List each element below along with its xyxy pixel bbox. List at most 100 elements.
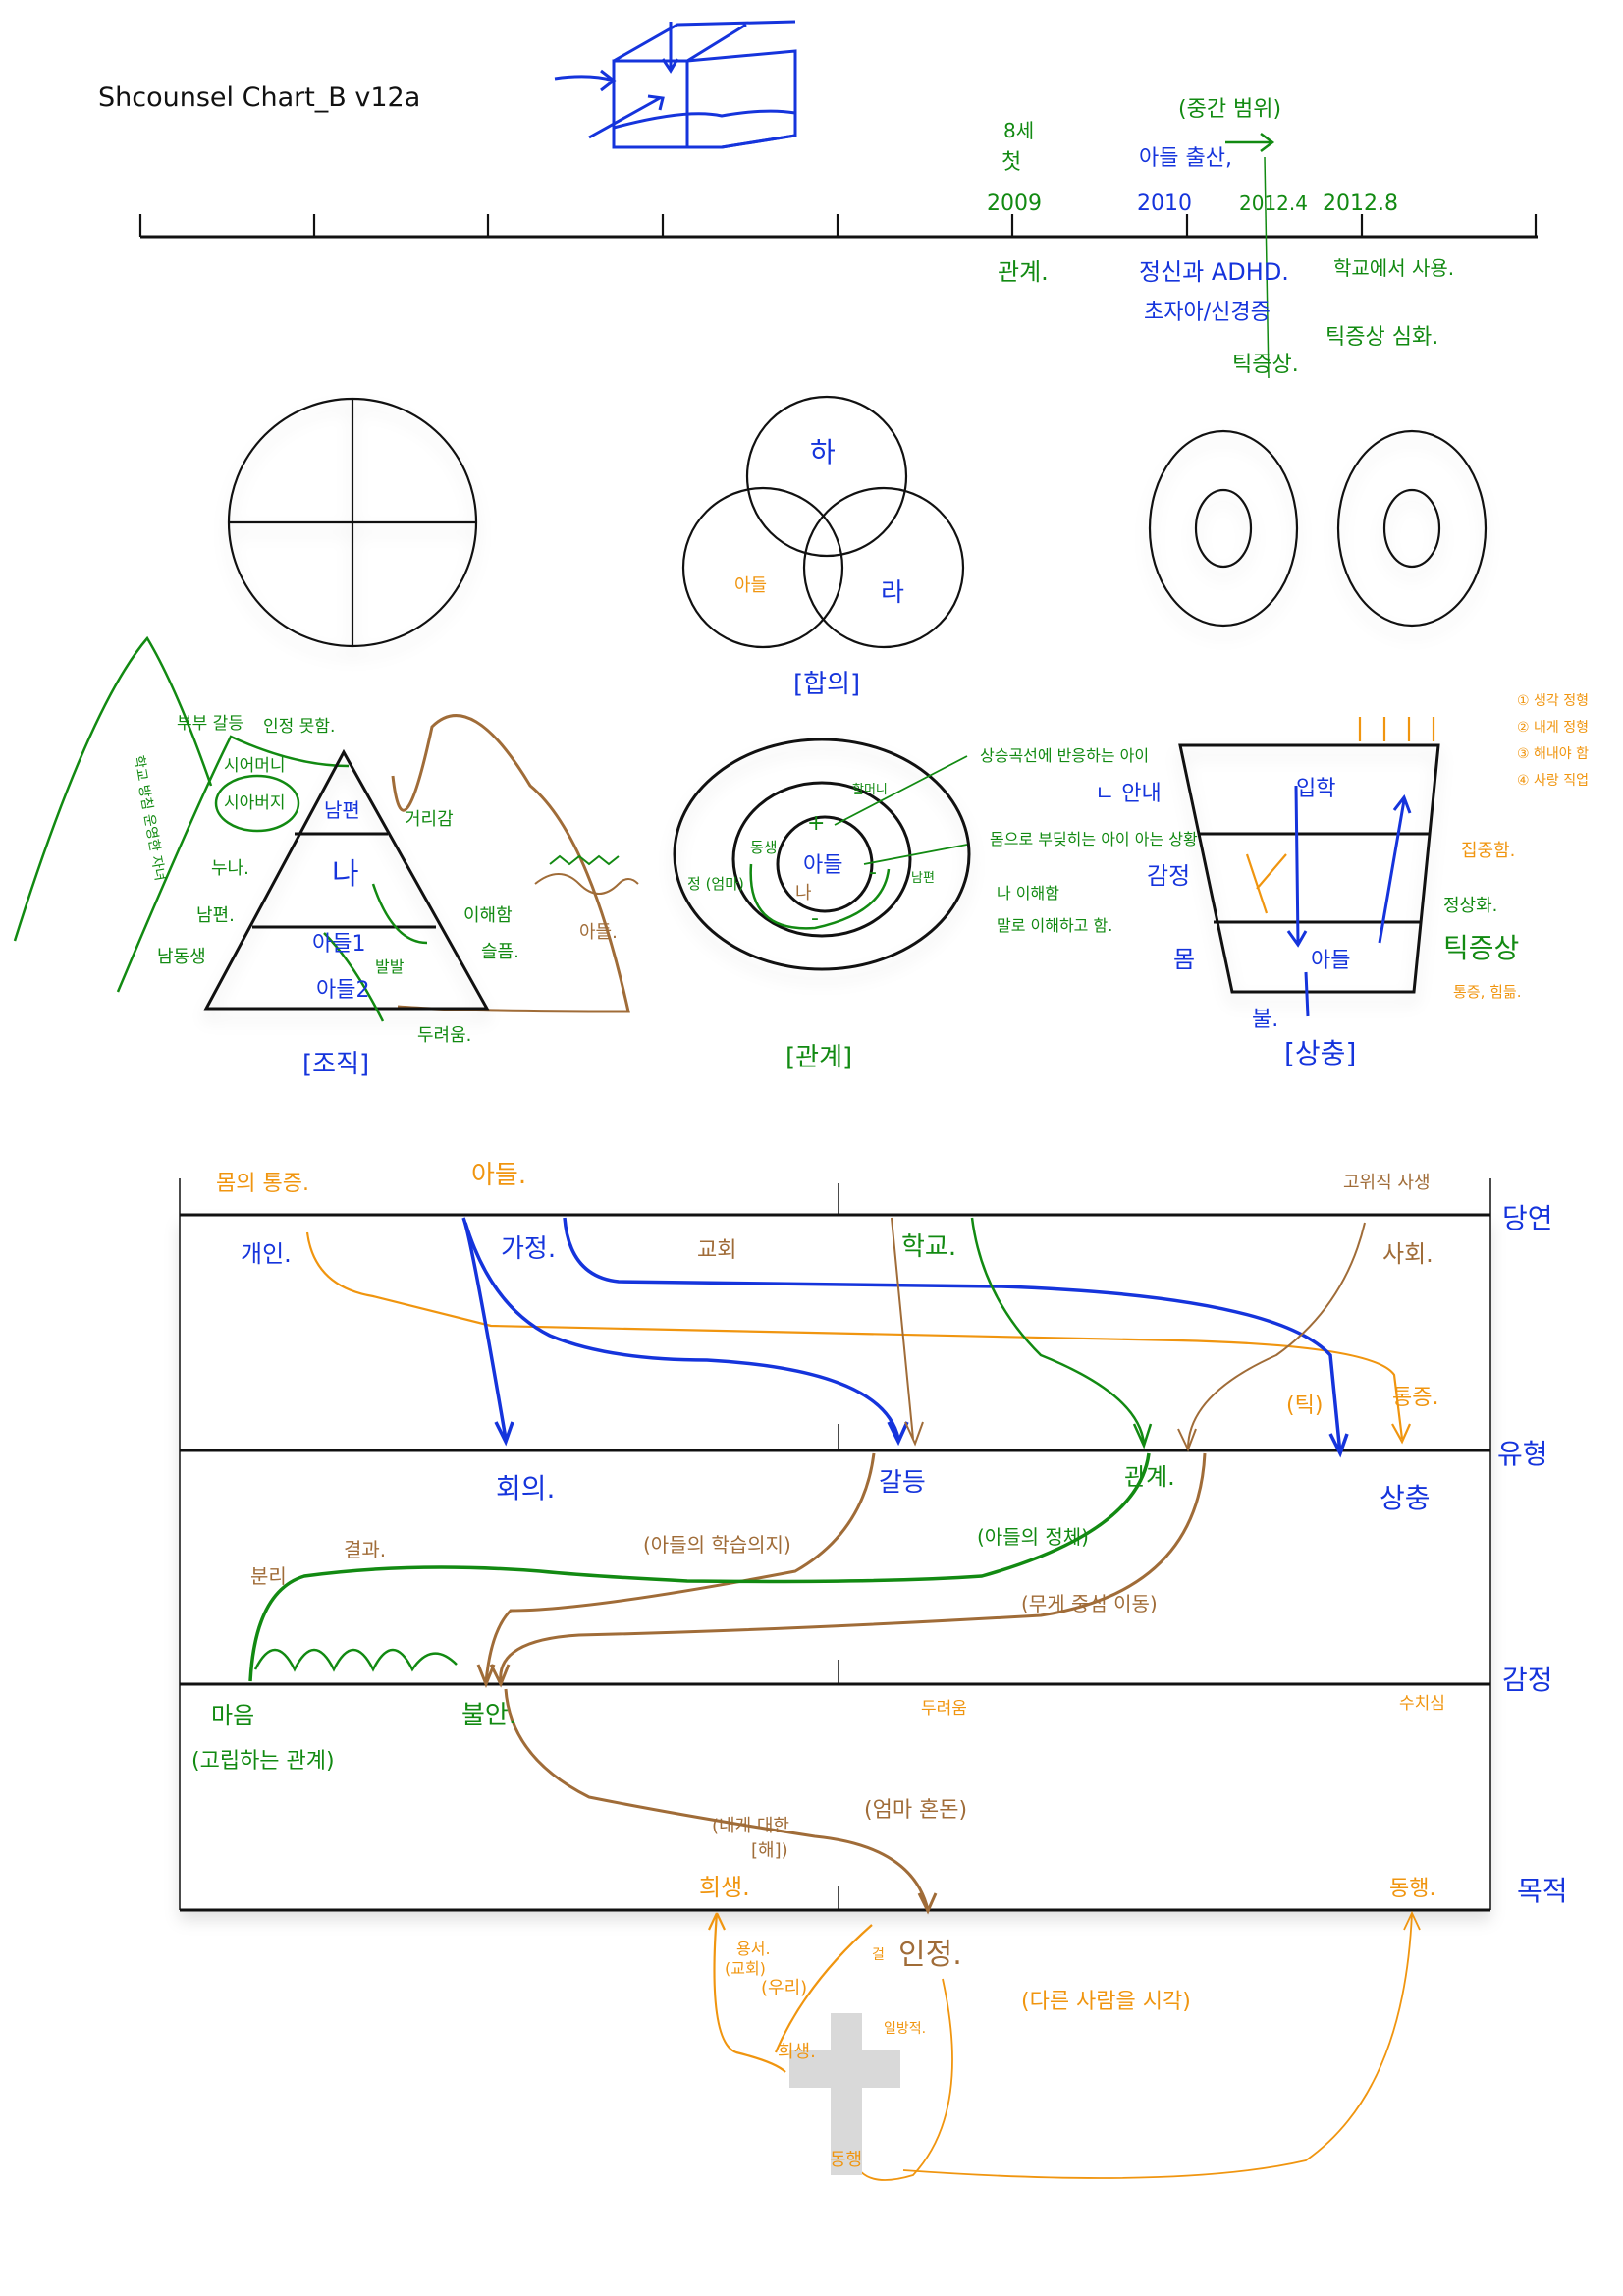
label-about-me: (내게 대한 bbox=[712, 1816, 789, 1836]
label-recognition: 인정. bbox=[898, 1938, 962, 1972]
legend-item-3: ③ 해내야 함 bbox=[1517, 746, 1589, 762]
relation-diagram: 아들 나 + - - 정 (엄마) 동생 할머니 남편 상승곡선에 반응하는 아… bbox=[673, 738, 1198, 1072]
relation-body: 몸 bbox=[1173, 946, 1195, 973]
cross-icon bbox=[831, 2013, 862, 2175]
label-together-bottom: 동행 bbox=[830, 2150, 862, 2170]
label-result: 결과. bbox=[344, 1538, 386, 1561]
relation-minus-right: - bbox=[869, 860, 877, 885]
neurosis-label: 초자아/신경증 bbox=[1144, 301, 1271, 325]
row-label-natural: 당연 bbox=[1502, 1202, 1553, 1234]
label-anxiety: 불안. bbox=[461, 1701, 516, 1730]
label-son-figure: 아들. bbox=[579, 922, 618, 943]
label-school-kids: 학교 방침 운영한 자녀 bbox=[131, 754, 168, 882]
legend-item-2: ② 내게 정형 bbox=[1517, 720, 1589, 736]
son-birth-label: 아들 출산, bbox=[1139, 146, 1232, 171]
label-body-pain: 몸의 통증. bbox=[216, 1172, 309, 1196]
timeline: 2009 2010 2012.4 2012.8 8세 첫 아들 출산, (중간 … bbox=[138, 97, 1538, 379]
label-together-row4: 동행. bbox=[1389, 1877, 1435, 1901]
relation-note-3: 나 이해함 bbox=[997, 884, 1059, 902]
funnel-tic: 틱증상 bbox=[1443, 932, 1519, 964]
label-son-will: (아들의 학습의지) bbox=[643, 1533, 791, 1557]
relation-sibling: 동생 bbox=[750, 839, 778, 856]
label-fear: 두려움. bbox=[417, 1025, 471, 1046]
chart-title: Shcounsel Chart_B v12a bbox=[98, 82, 420, 113]
label-brother: 남동생 bbox=[157, 947, 206, 967]
relation-note-4: 말로 이해하고 함. bbox=[997, 916, 1112, 935]
label-high-official: 고위직 사생 bbox=[1343, 1173, 1431, 1193]
funnel-diagram: 입학 아들 집중함. 정상화. 틱증상 통증, 힘듦. 불. [상충] ① 생각… bbox=[1178, 693, 1589, 1069]
label-fear-row3: 두려움 bbox=[921, 1699, 967, 1719]
flow-matrix: 당연 유형 감정 목적 몸의 통증. 아들. 고위직 사생 개인. 가정. 교회… bbox=[179, 1161, 1568, 2181]
label-sister: 누나. bbox=[211, 858, 249, 879]
venn-top: 하 bbox=[810, 436, 836, 468]
cross-section: 인정. 걸 용서. (교회) (우리) (다른 사람을 시각) 희생. 일방적.… bbox=[725, 1938, 1191, 2175]
layer-son2: 아들2 bbox=[316, 978, 369, 1003]
label-tic-row1: (틱) bbox=[1286, 1394, 1323, 1418]
label-heart: 마음 bbox=[211, 1702, 254, 1729]
label-mom-confusion: (엄마 혼돈) bbox=[864, 1798, 967, 1823]
label-forgive: 용서. bbox=[736, 1940, 771, 1958]
label-individual: 개인. bbox=[241, 1240, 292, 1268]
label-distance: 거리감 bbox=[405, 809, 454, 830]
funnel-normal: 정상화. bbox=[1443, 896, 1497, 916]
label-son-identity: (아들의 정체) bbox=[977, 1525, 1089, 1549]
venn-caption: [합의] bbox=[793, 670, 860, 699]
age-label: 8세 bbox=[1003, 119, 1034, 142]
label-couple: 부부 갈등 bbox=[177, 714, 243, 734]
tic-label: 틱증상. bbox=[1232, 353, 1299, 377]
relation-grandma: 할머니 bbox=[852, 783, 888, 797]
label-conflict: 갈등 bbox=[879, 1468, 926, 1498]
label-meeting: 회의. bbox=[496, 1472, 555, 1504]
label-other-view: (다른 사람을 시각) bbox=[1021, 1990, 1191, 2014]
label-mother-in-law: 시어머니 bbox=[224, 756, 286, 776]
school-use-label: 학교에서 사용. bbox=[1333, 256, 1454, 280]
label-sacrifice-bottom: 희생. bbox=[778, 2042, 816, 2062]
label-understand: 이해함 bbox=[463, 905, 513, 926]
donut-pair bbox=[1148, 429, 1488, 628]
legend-item-4: ④ 사랑 직업 bbox=[1517, 773, 1589, 789]
layer-me: 나 bbox=[332, 857, 359, 892]
year-2009: 2009 bbox=[987, 191, 1042, 216]
row-label-purpose: 목적 bbox=[1517, 1875, 1568, 1907]
label-unrecognized: 인정 못함. bbox=[263, 717, 335, 737]
label-society: 사회. bbox=[1382, 1240, 1434, 1268]
label-sacrifice-row4: 희생. bbox=[699, 1874, 750, 1901]
relation-left: 정 (엄마) bbox=[687, 875, 744, 893]
label-father-in-law: 시아버지 bbox=[224, 793, 286, 813]
relation-note-1: 상승곡선에 반응하는 아이 bbox=[980, 746, 1149, 765]
funnel-pain: 통증, 힘듦. bbox=[1453, 983, 1522, 1001]
venn-left: 아들 bbox=[734, 575, 767, 596]
label-harm: [해]) bbox=[751, 1840, 788, 1861]
first-label: 첫 bbox=[1001, 150, 1021, 175]
relation-note-2: 몸으로 부딪히는 아이 아는 상황 bbox=[990, 830, 1198, 848]
tic-worse-label: 틱증상 심화. bbox=[1325, 325, 1438, 350]
label-sadness: 슬픔. bbox=[481, 942, 519, 962]
relation-plus: + bbox=[807, 811, 825, 836]
relation-husband: 남편 bbox=[911, 871, 935, 886]
label-shame: 수치심 bbox=[1399, 1694, 1445, 1714]
label-separation: 분리 bbox=[250, 1564, 287, 1588]
label-husband2: 남편. bbox=[196, 905, 235, 926]
pyramid-caption: [조직] bbox=[302, 1050, 369, 1079]
row-label-type: 유형 bbox=[1497, 1438, 1548, 1470]
row-label-emotion: 감정 bbox=[1502, 1664, 1553, 1696]
label-burst: 발발 bbox=[375, 957, 405, 976]
label-church-bottom: (교회) bbox=[725, 1959, 766, 1978]
cube-sketch bbox=[554, 20, 797, 149]
layer-husband: 남편 bbox=[324, 798, 360, 822]
quartered-circle bbox=[227, 397, 478, 648]
funnel-focus: 집중함. bbox=[1461, 841, 1515, 861]
venn-diagram: 하 아들 라 [합의] bbox=[681, 395, 965, 699]
label-shift: (무게 중심 이동) bbox=[1021, 1592, 1158, 1615]
layer-son1: 아들1 bbox=[312, 932, 365, 957]
adhd-label: 정신과 ADHD. bbox=[1139, 258, 1289, 286]
label-us: (우리) bbox=[761, 1978, 807, 1998]
funnel-bottom: 아들 bbox=[1311, 949, 1350, 973]
funnel-caption: [상충] bbox=[1284, 1037, 1356, 1069]
label-pain-row1: 통증. bbox=[1392, 1386, 1438, 1410]
relation-center: 아들 bbox=[803, 853, 842, 878]
label-school: 학교. bbox=[901, 1232, 956, 1262]
relation-caption: [관계] bbox=[785, 1043, 852, 1072]
label-relation-row2: 관계. bbox=[1124, 1463, 1175, 1491]
